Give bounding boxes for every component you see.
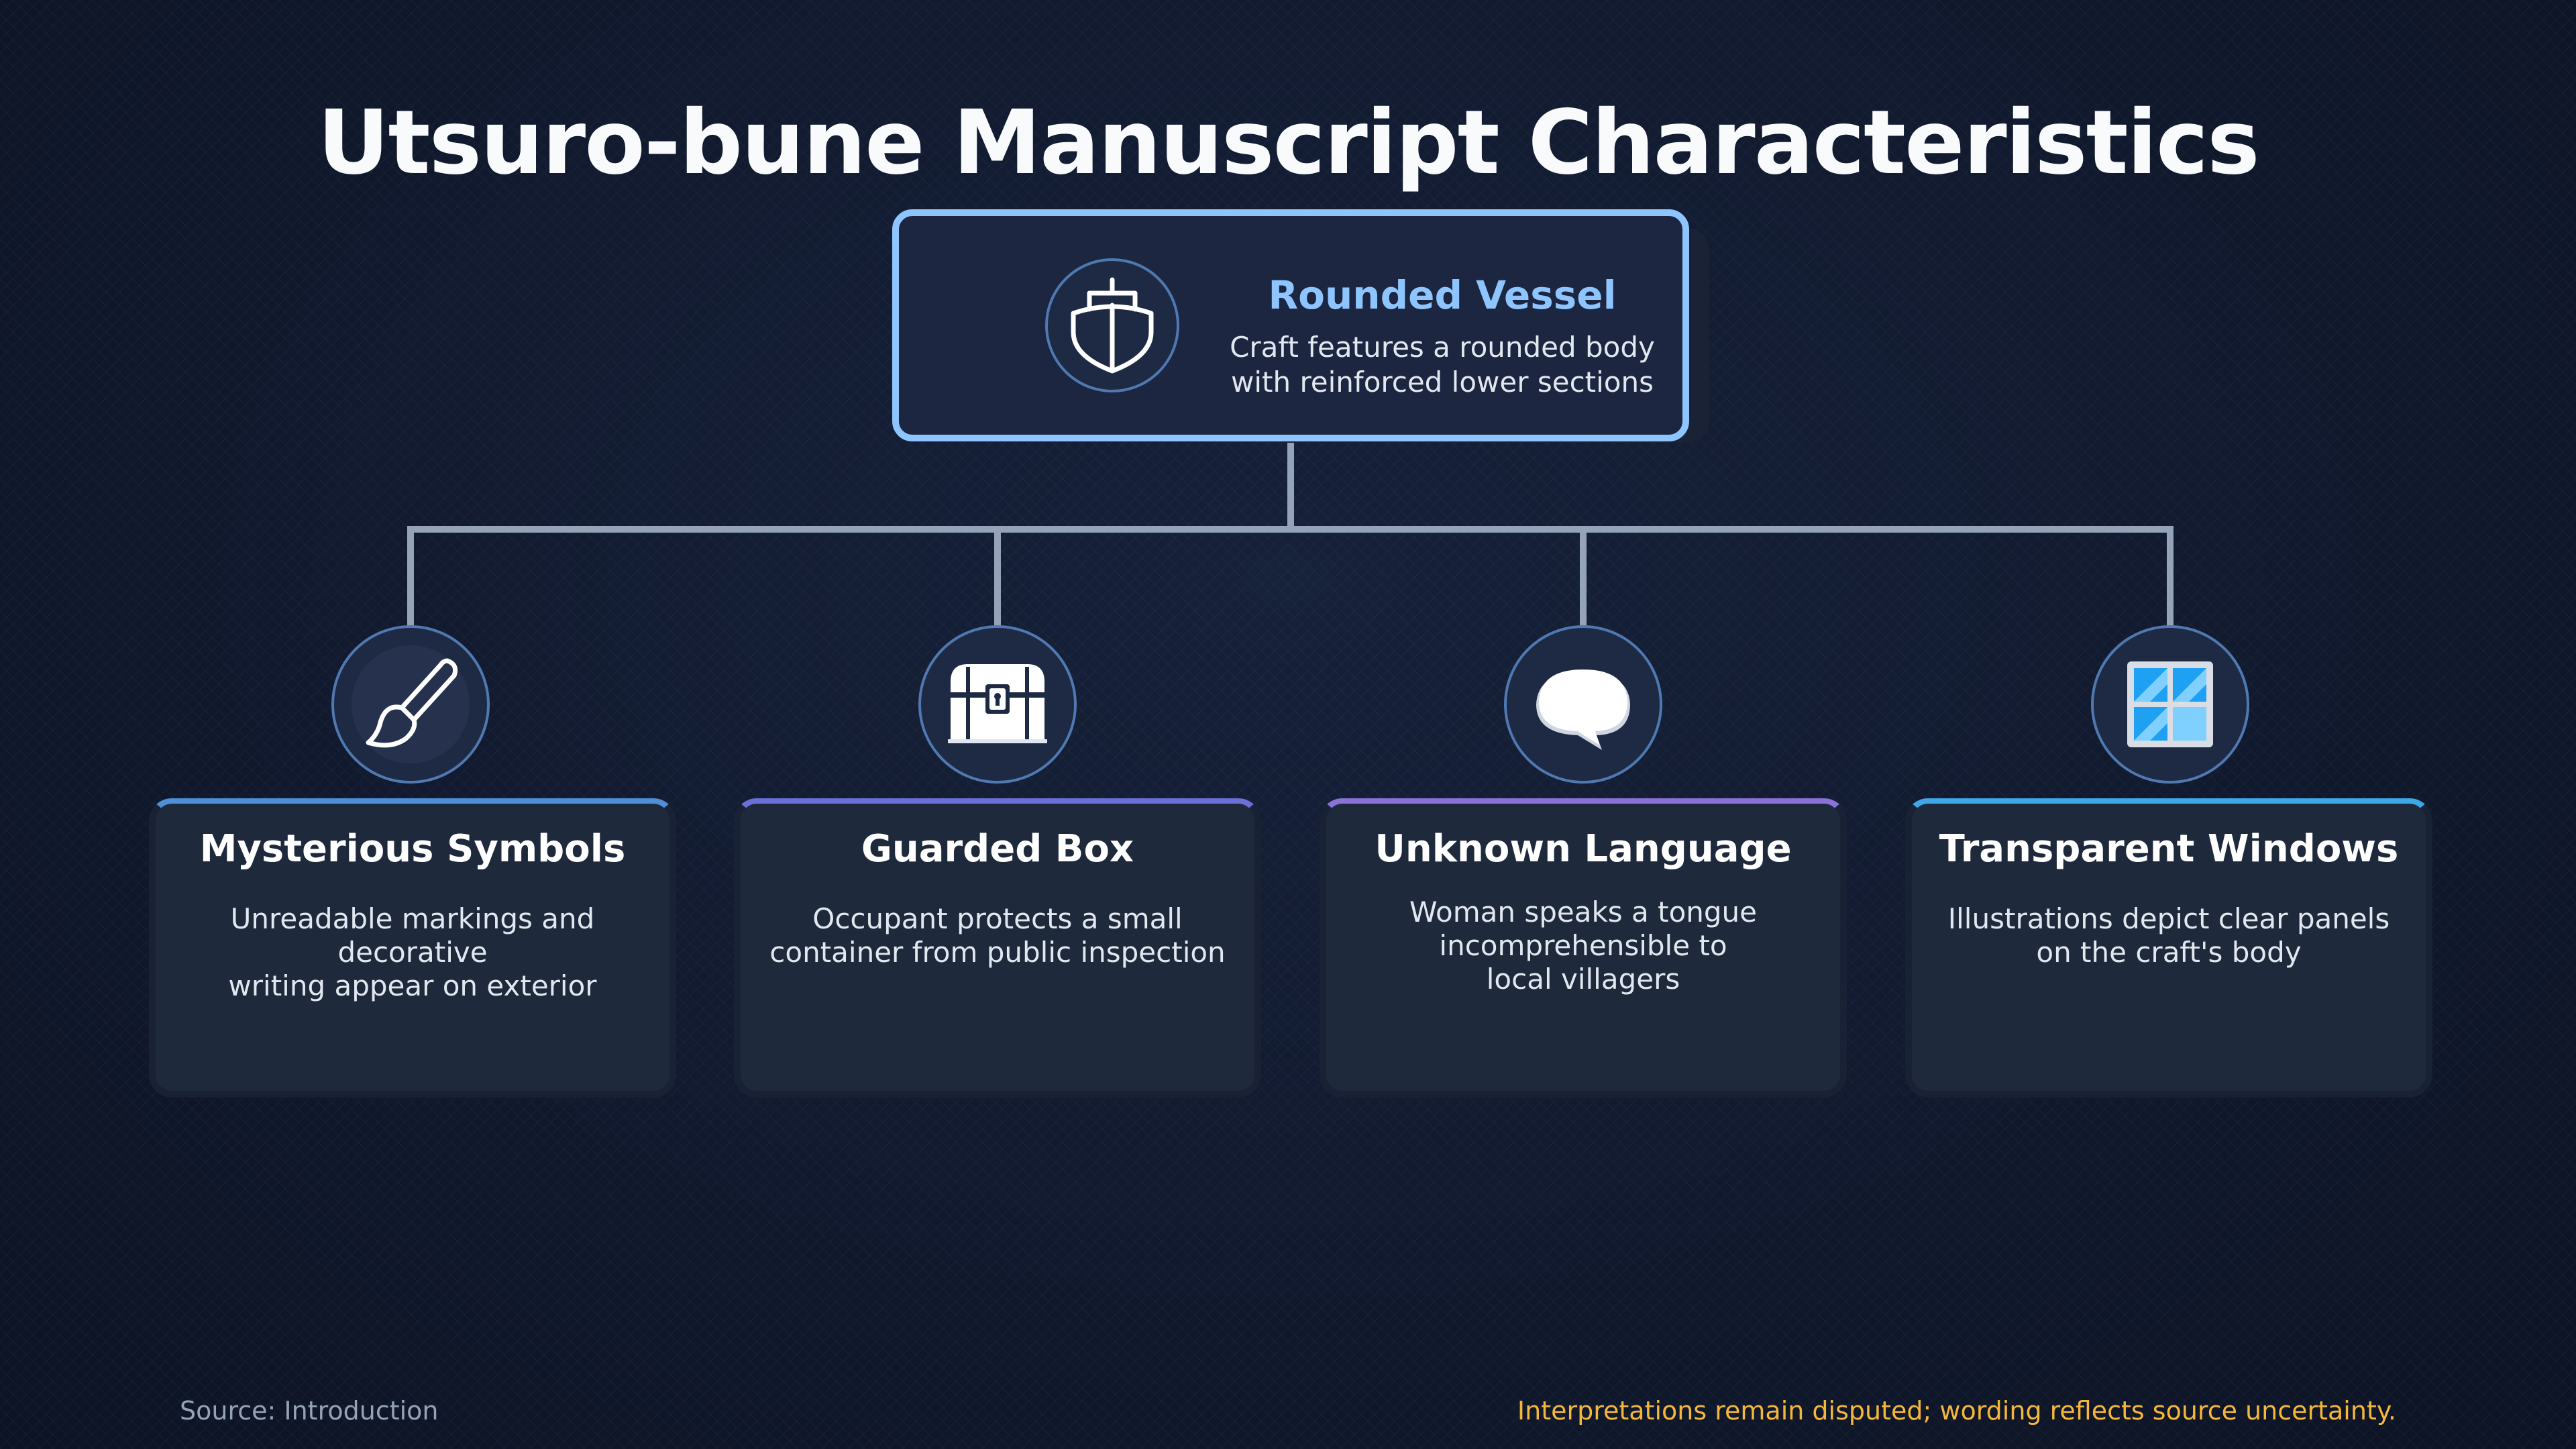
card-description: Woman speaks a tongue incomprehensible t…: [1342, 896, 1825, 996]
source-note: Source: Introduction: [180, 1396, 439, 1426]
card-description-line: local villagers: [1486, 963, 1680, 996]
card-title: Unknown Language: [1375, 827, 1792, 871]
disclaimer-note: Interpretations remain disputed; wording…: [1517, 1396, 2396, 1426]
window-icon: [2091, 625, 2249, 784]
card-description-line: on the craft's body: [2036, 936, 2302, 969]
card-title: Mysterious Symbols: [199, 827, 626, 871]
boat-icon: [1045, 258, 1179, 392]
card-description-line: writing appear on exterior: [228, 969, 597, 1002]
treasure-chest-icon: [918, 625, 1077, 784]
speech-bubble-icon: [1504, 625, 1662, 784]
card-description-line: Unreadable markings and decorative: [230, 902, 595, 969]
root-node: [892, 209, 1689, 441]
root-description-line: Craft features a rounded body: [1230, 331, 1655, 364]
root-description: Craft features a rounded body with reinf…: [1154, 330, 1731, 400]
card-description-line: container from public inspection: [769, 936, 1226, 969]
page-title: Utsuro-bune Manuscript Characteristics: [317, 91, 2259, 195]
card-description: Unreadable markings and decorative writi…: [171, 902, 654, 1003]
root-description-line: with reinforced lower sections: [1230, 366, 1654, 398]
card-description: Occupant protects a small container from…: [756, 902, 1239, 969]
root-title: Rounded Vessel: [1268, 272, 1617, 318]
paintbrush-icon: [331, 625, 490, 784]
card-description-line: Illustrations depict clear panels: [1947, 902, 2390, 935]
card-title: Guarded Box: [861, 827, 1134, 871]
card-transparent-windows: [1905, 798, 2432, 1097]
card-guarded-box: [734, 798, 1261, 1097]
card-description-line: Woman speaks a tongue: [1409, 896, 1758, 928]
card-description-line: Occupant protects a small: [812, 902, 1183, 935]
card-description: Illustrations depict clear panels on the…: [1927, 902, 2410, 969]
card-unknown-language: [1320, 798, 1847, 1097]
card-description-line: incomprehensible to: [1439, 929, 1727, 962]
card-mysterious-symbols: [149, 798, 676, 1097]
card-title: Transparent Windows: [1939, 827, 2399, 871]
